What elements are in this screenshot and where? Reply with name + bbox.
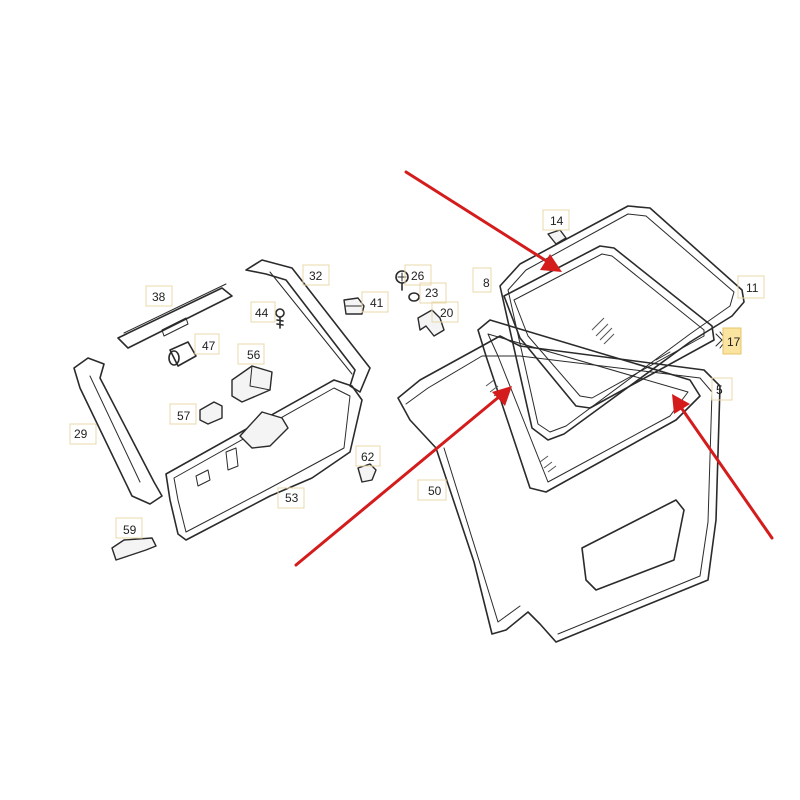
- label-47: 47: [194, 333, 220, 355]
- svg-text:5: 5: [716, 383, 723, 397]
- label-26: 26: [404, 264, 432, 286]
- part-56-block: [231, 365, 273, 403]
- arrow-to-frame: [404, 170, 562, 272]
- svg-text:50: 50: [428, 484, 442, 498]
- svg-text:47: 47: [202, 339, 216, 353]
- part-26-screw: [395, 270, 409, 291]
- part-57-bracket: [199, 401, 223, 425]
- part-29-trim: [73, 357, 163, 505]
- label-29: 29: [69, 423, 97, 445]
- part-47-cylinder: [168, 341, 197, 367]
- part-59-bracket: [111, 537, 157, 561]
- part-44-screw: [275, 308, 285, 329]
- part-5-glass: [477, 319, 701, 493]
- part-53-liner: [165, 379, 363, 541]
- svg-text:20: 20: [440, 306, 454, 320]
- svg-text:17: 17: [727, 335, 741, 349]
- svg-text:62: 62: [361, 450, 375, 464]
- label-8: 8: [472, 267, 492, 293]
- svg-text:26: 26: [411, 269, 425, 283]
- part-38-bracket: [117, 283, 233, 349]
- label-23: 23: [419, 282, 447, 304]
- part-41-clip: [343, 297, 365, 315]
- label-17: 17: [722, 327, 742, 355]
- label-56: 56: [237, 343, 265, 365]
- svg-text:41: 41: [370, 296, 384, 310]
- part-50-tailgate: [397, 335, 721, 643]
- label-5: 5: [711, 377, 733, 401]
- label-32: 32: [302, 264, 330, 286]
- label-11: 11: [737, 275, 765, 299]
- part-8-frame: [503, 245, 715, 409]
- arrow-to-glass-left: [294, 386, 512, 567]
- label-59: 59: [115, 517, 143, 539]
- label-14: 14: [542, 209, 570, 231]
- label-41: 41: [361, 291, 389, 313]
- label-57: 57: [169, 403, 197, 425]
- arrow-to-glass-right: [672, 394, 774, 540]
- label-62: 62: [355, 445, 381, 467]
- label-53: 53: [277, 487, 305, 509]
- svg-text:44: 44: [255, 306, 269, 320]
- svg-text:38: 38: [152, 290, 166, 304]
- label-50: 50: [417, 479, 447, 501]
- svg-text:11: 11: [746, 281, 759, 295]
- part-11-seal: [499, 205, 745, 441]
- svg-text:14: 14: [550, 214, 564, 228]
- label-44: 44: [250, 301, 276, 323]
- svg-text:8: 8: [483, 276, 490, 290]
- svg-text:32: 32: [309, 269, 323, 283]
- part-62-clip: [357, 463, 377, 483]
- svg-text:56: 56: [247, 348, 261, 362]
- svg-text:57: 57: [177, 409, 191, 423]
- label-38: 38: [145, 285, 173, 307]
- part-23-washer: [408, 292, 420, 302]
- part-14-clip: [547, 229, 567, 245]
- part-20-bracket: [417, 309, 445, 337]
- svg-text:59: 59: [123, 523, 137, 537]
- svg-text:53: 53: [285, 491, 299, 505]
- label-20: 20: [431, 301, 459, 323]
- svg-text:23: 23: [425, 286, 439, 300]
- svg-text:29: 29: [74, 427, 88, 441]
